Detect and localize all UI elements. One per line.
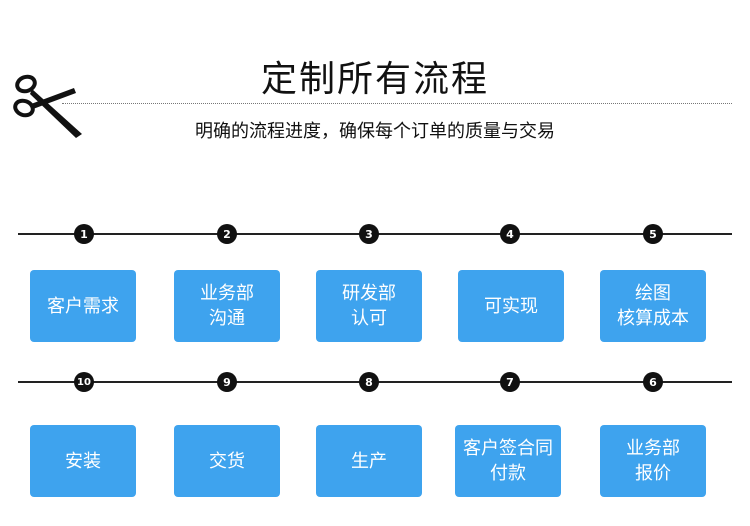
step-number-badge: 6 xyxy=(643,372,663,392)
step-card: 客户签合同 付款 xyxy=(455,425,561,497)
step-number-badge: 3 xyxy=(359,224,379,244)
step-card: 业务部 沟通 xyxy=(174,270,280,342)
step-number-badge: 5 xyxy=(643,224,663,244)
title-divider xyxy=(62,103,732,104)
step-number-badge: 2 xyxy=(217,224,237,244)
step-number-badge: 1 xyxy=(74,224,94,244)
step-number-badge: 9 xyxy=(217,372,237,392)
step-card: 安装 xyxy=(30,425,136,497)
step-card: 客户需求 xyxy=(30,270,136,342)
step-card: 绘图 核算成本 xyxy=(600,270,706,342)
scissors-icon xyxy=(13,74,82,138)
step-card: 可实现 xyxy=(458,270,564,342)
page-title: 定制所有流程 xyxy=(260,59,489,100)
page-subtitle: 明确的流程进度，确保每个订单的质量与交易 xyxy=(195,121,555,142)
step-card: 交货 xyxy=(174,425,280,497)
step-number-badge: 10 xyxy=(74,372,94,392)
step-number-badge: 7 xyxy=(500,372,520,392)
step-number-badge: 8 xyxy=(359,372,379,392)
step-number-badge: 4 xyxy=(500,224,520,244)
step-card: 生产 xyxy=(316,425,422,497)
step-card: 研发部 认可 xyxy=(316,270,422,342)
step-card: 业务部 报价 xyxy=(600,425,706,497)
